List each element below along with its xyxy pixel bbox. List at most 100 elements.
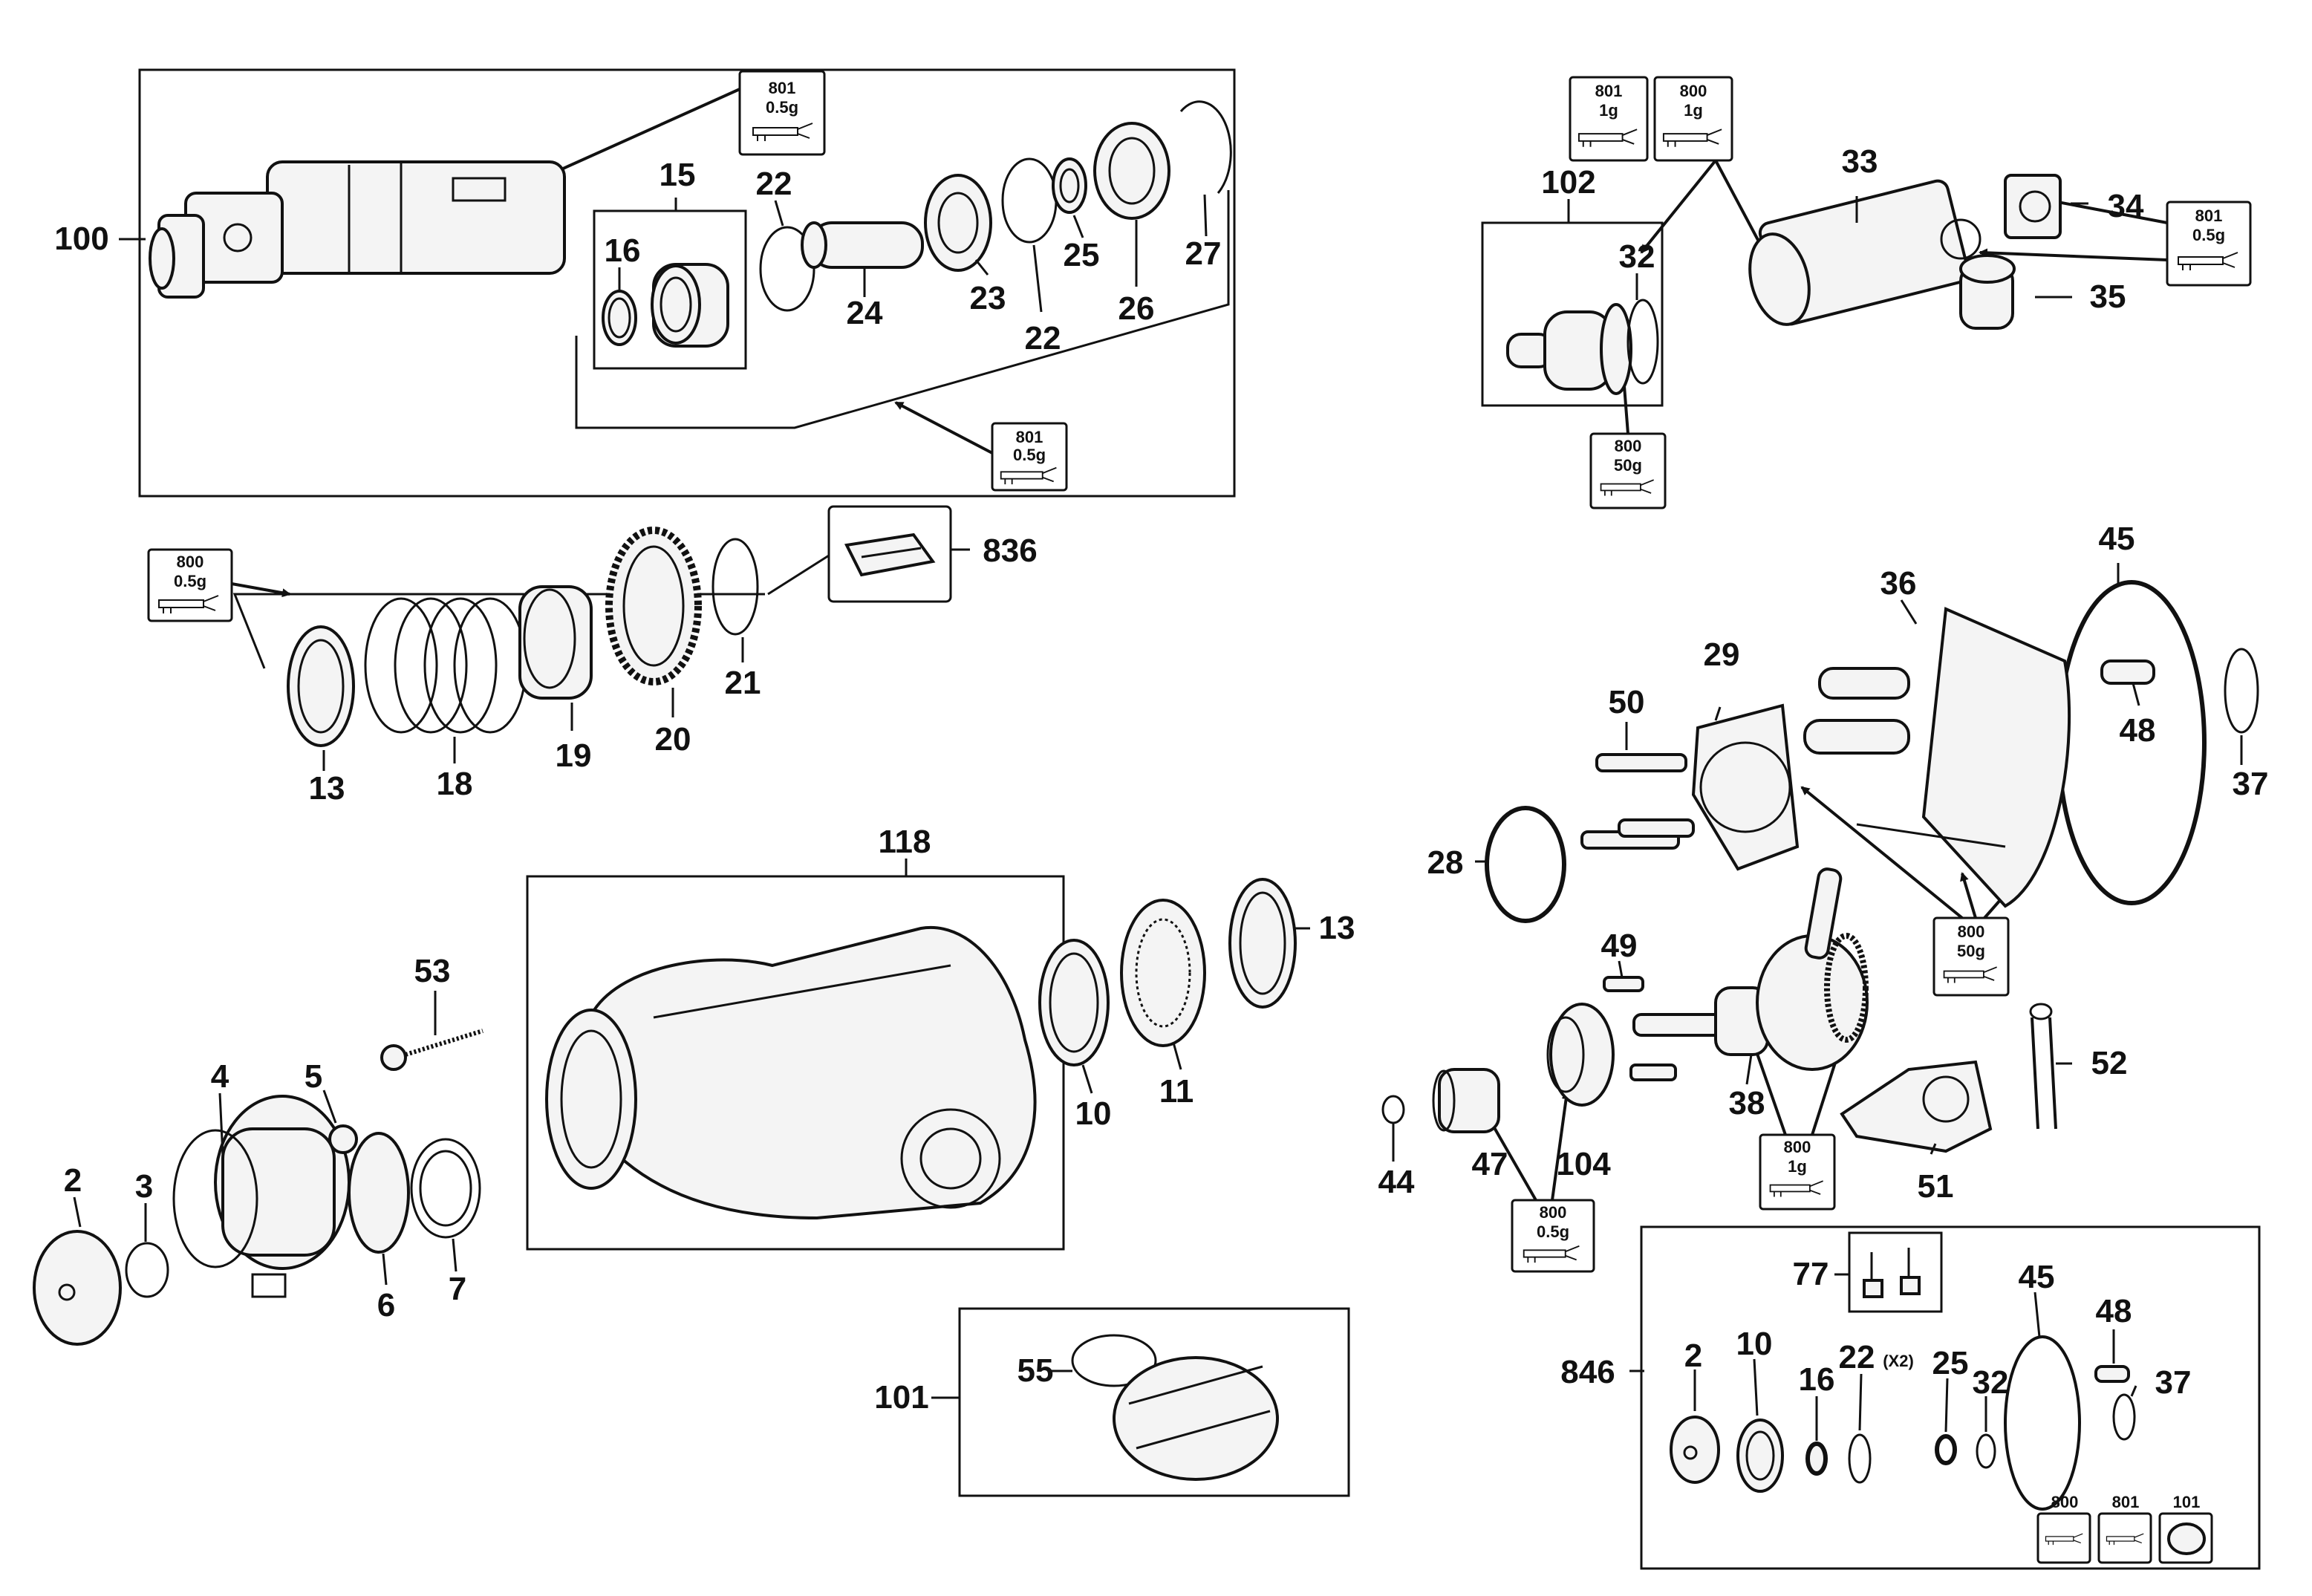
- svg-text:50g: 50g: [1957, 942, 1985, 960]
- kit-846-frame: [1640, 1225, 2261, 1570]
- svg-text:0.5g: 0.5g: [2192, 226, 2225, 244]
- part-37-oring: [2224, 648, 2259, 734]
- svg-text:0.5g: 0.5g: [766, 98, 798, 117]
- part-23-collar: [924, 174, 992, 272]
- label-23: 23: [970, 280, 1006, 316]
- kit-label-37: 37: [2155, 1364, 2192, 1401]
- svg-text:800: 800: [177, 553, 204, 571]
- part-32-oring: [1626, 299, 1659, 385]
- svg-text:1g: 1g: [1684, 101, 1703, 120]
- svg-text:50g: 50g: [1614, 456, 1642, 475]
- kit-item-2-cap: [1670, 1416, 1720, 1484]
- svg-text:801: 801: [1595, 82, 1623, 100]
- arrow: [231, 582, 291, 598]
- label-25: 25: [1064, 237, 1100, 273]
- part-25-oring: [1052, 157, 1087, 214]
- label-44: 44: [1378, 1164, 1415, 1200]
- part-49-screw: [1603, 976, 1644, 992]
- grease-badge: 801 0.5g: [2166, 201, 2252, 287]
- svg-text:1g: 1g: [1788, 1157, 1807, 1176]
- arrow: [547, 88, 740, 177]
- arrow: [1714, 160, 1766, 254]
- part-47-gear: [1432, 1068, 1500, 1133]
- part-10-ring: [1038, 939, 1110, 1066]
- svg-text:0.5g: 0.5g: [1537, 1222, 1569, 1241]
- label-18: 18: [437, 766, 473, 802]
- label-22: 22: [756, 166, 792, 202]
- part-16-spring: [602, 290, 637, 346]
- label-52: 52: [2091, 1045, 2128, 1081]
- svg-text:801: 801: [2195, 206, 2223, 225]
- kit-label-2: 2: [1684, 1338, 1702, 1374]
- label-4: 4: [211, 1058, 229, 1095]
- part-36-intermediate-flange: [1803, 607, 2071, 908]
- label-846: 846: [1560, 1354, 1615, 1390]
- kit-item-48-pin: [2094, 1365, 2130, 1383]
- arrow: [1960, 872, 1977, 919]
- label-48: 48: [2120, 712, 2156, 749]
- part-35-pin: [1959, 254, 2016, 330]
- kit-label-22-qty: (X2): [1883, 1352, 1914, 1370]
- label-7: 7: [449, 1271, 466, 1307]
- part-3-seal: [125, 1242, 169, 1298]
- part-21-ring: [711, 538, 759, 636]
- part-101-knob: [1113, 1356, 1279, 1481]
- label-836: 836: [983, 532, 1037, 569]
- kit-label-45: 45: [2019, 1259, 2055, 1295]
- label-19: 19: [556, 737, 592, 774]
- label-35: 35: [2090, 279, 2126, 315]
- link-line: [767, 554, 830, 596]
- arrow: [1979, 248, 2168, 261]
- part-20-gear: [605, 527, 702, 685]
- label-21: 21: [725, 665, 761, 701]
- grease-badge: 800 50g: [1932, 916, 2010, 997]
- kit-item-32-oring: [1976, 1433, 1996, 1469]
- svg-text:800: 800: [1784, 1138, 1811, 1156]
- part-100-barrel: [149, 160, 566, 299]
- grease-badge: 800 1g: [1759, 1133, 1836, 1211]
- label-36: 36: [1880, 565, 1917, 602]
- kit-item-22-ring: [1848, 1433, 1872, 1484]
- kit-label-22: 22: [1839, 1339, 1875, 1375]
- label-6: 6: [377, 1287, 395, 1323]
- kit-label-48: 48: [2096, 1293, 2132, 1329]
- kit-label-801: 801: [2112, 1493, 2140, 1511]
- kit-badge-101: [2158, 1512, 2213, 1564]
- label-5: 5: [305, 1058, 322, 1095]
- kit-label-32: 32: [1973, 1364, 2009, 1401]
- svg-text:800: 800: [1680, 82, 1707, 100]
- part-33-cylinder: [1748, 179, 1982, 326]
- label-102: 102: [1541, 164, 1595, 201]
- label-118: 118: [879, 824, 931, 860]
- svg-text:1g: 1g: [1599, 101, 1618, 120]
- kit-item-45-gasket: [2004, 1335, 2081, 1511]
- grease-badge: 801 0.5g: [991, 422, 1068, 492]
- kit-badge-800: [2036, 1512, 2091, 1564]
- label-16: 16: [605, 232, 641, 269]
- label-45: 45: [2099, 521, 2135, 557]
- label-53: 53: [414, 953, 451, 989]
- part-55-oring: [1071, 1334, 1157, 1387]
- label-13: 13: [309, 770, 345, 807]
- svg-text:0.5g: 0.5g: [1013, 446, 1046, 464]
- part-53-screw: [380, 1029, 483, 1071]
- kit-item-25-oring: [1935, 1434, 1957, 1465]
- grease-badge: 800 1g: [1653, 76, 1733, 162]
- assembly-102-frame: [1481, 221, 1664, 407]
- part-38-rotor-shaft: [1632, 867, 1869, 1071]
- label-15: 15: [660, 157, 696, 193]
- label-2: 2: [64, 1162, 82, 1199]
- arrow: [1488, 1118, 1537, 1201]
- label-38: 38: [1729, 1085, 1765, 1121]
- label-32: 32: [1619, 238, 1655, 275]
- assembly-15-frame: [593, 209, 747, 370]
- part-34-bracket: [2004, 174, 2062, 239]
- grease-badge: 800 0.5g: [1511, 1199, 1595, 1273]
- svg-text:800: 800: [1958, 922, 1985, 941]
- kit-label-16: 16: [1799, 1361, 1835, 1398]
- part-44-washer: [1381, 1095, 1405, 1124]
- part-50-screw: [1580, 753, 1695, 850]
- label-3: 3: [135, 1168, 153, 1205]
- part-11-bearing: [1120, 899, 1206, 1047]
- label-37: 37: [2233, 766, 2269, 802]
